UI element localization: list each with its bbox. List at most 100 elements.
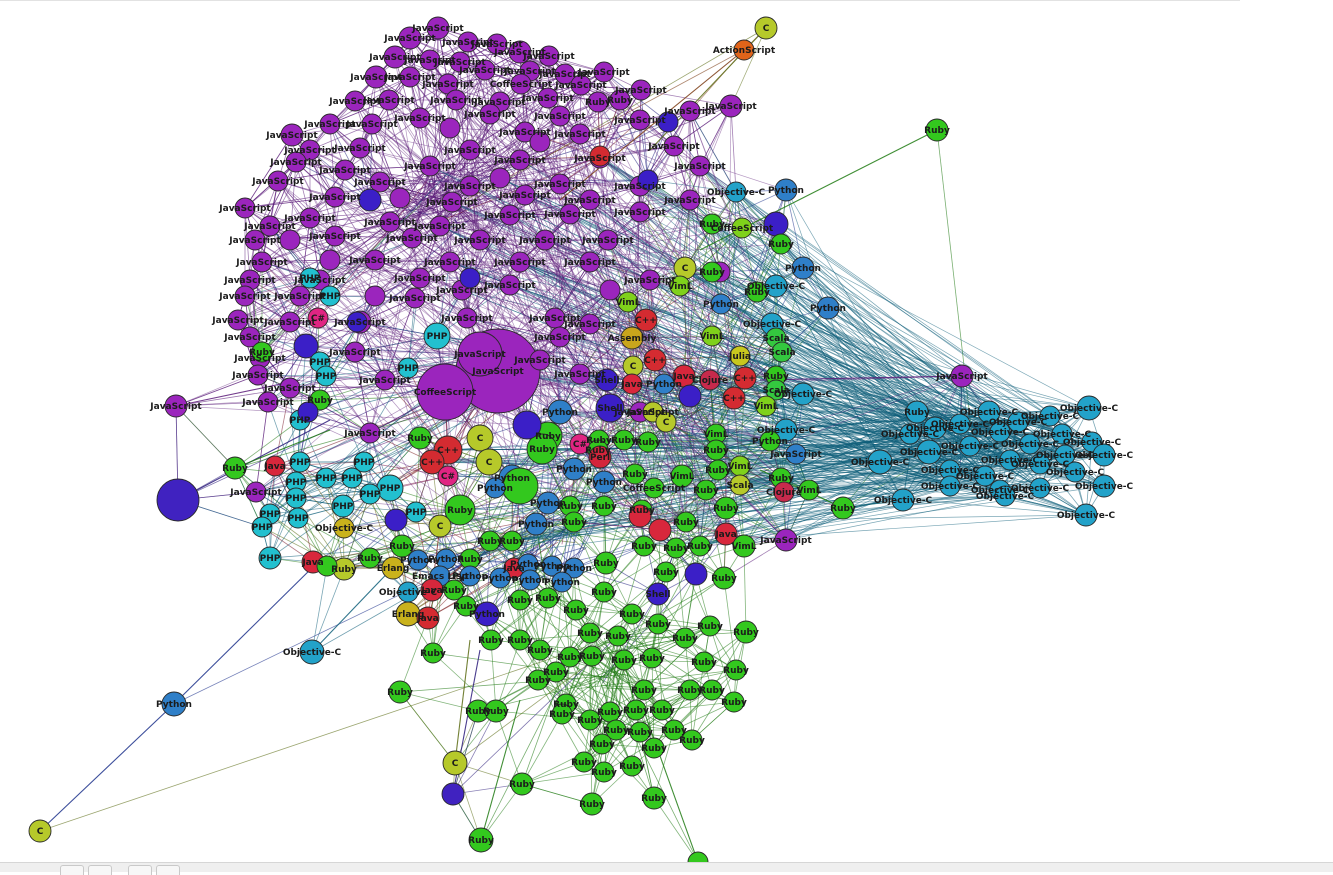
node-label: Ruby <box>420 649 446 659</box>
node-label: JavaScript <box>411 24 464 34</box>
node-label: JavaScript <box>440 314 493 324</box>
graph-edge <box>731 106 736 192</box>
node-unlabeled[interactable] <box>157 479 199 521</box>
node-label: Objective-C <box>1063 438 1122 448</box>
node-label: Perl <box>590 453 610 463</box>
node-label: C++ <box>437 446 459 456</box>
node-label: Python <box>494 474 530 484</box>
toolbar-button-3[interactable] <box>128 865 152 875</box>
node-label: PHP <box>320 292 341 302</box>
toolbar-button-1[interactable] <box>60 865 84 875</box>
node-label: JavaScript <box>231 371 284 381</box>
node-label: Ruby <box>693 486 719 496</box>
node-label: VimL <box>669 472 694 482</box>
node-label: Ruby <box>387 688 413 698</box>
node-label: JavaScript <box>421 80 474 90</box>
graph-edge <box>522 714 562 784</box>
node-label: Objective-C <box>1075 482 1134 492</box>
node-label: Ruby <box>525 676 551 686</box>
node-javascript[interactable] <box>365 286 385 306</box>
node-label: Python <box>586 478 622 488</box>
node-label: JavaScript <box>218 204 271 214</box>
node-label: C++ <box>635 316 657 326</box>
node-label: PHP <box>406 508 427 518</box>
node-label: C <box>452 759 459 769</box>
node-label: PHP <box>286 494 307 504</box>
node-label: JavaScript <box>425 198 478 208</box>
node-label: Ruby <box>713 504 739 514</box>
node-label: Ruby <box>687 542 713 552</box>
node-label: Ruby <box>597 708 623 718</box>
node-label: Ruby <box>623 706 649 716</box>
node-shell[interactable] <box>460 268 480 288</box>
node-ruby[interactable] <box>688 852 708 862</box>
node-label: Ruby <box>579 652 605 662</box>
node-unlabeled[interactable] <box>442 783 464 805</box>
node-label: C <box>763 24 770 34</box>
node-label: C++ <box>723 394 745 404</box>
node-javascript[interactable] <box>390 188 410 208</box>
node-label: Ruby <box>639 654 665 664</box>
node-label: Ruby <box>649 706 675 716</box>
node-label: Objective-C <box>960 408 1019 418</box>
node-label: Ruby <box>645 620 671 630</box>
node-label: Ruby <box>591 768 617 778</box>
node-label: JavaScript <box>453 350 506 360</box>
node-label: JavaScript <box>251 177 304 187</box>
node-label: Objective-C <box>1057 511 1116 521</box>
node-label: C# <box>311 314 325 324</box>
node-label: Objective-C <box>881 430 940 440</box>
node-label: Ruby <box>635 438 661 448</box>
node-label: JavaScript <box>263 384 316 394</box>
node-label: JavaScript <box>423 258 476 268</box>
node-label: Ruby <box>629 506 655 516</box>
node-label: Shell <box>594 376 619 386</box>
node-label: JavaScript <box>573 154 626 164</box>
node-label: VimL <box>667 282 692 292</box>
node-label: JavaScript <box>543 210 596 220</box>
node-label: JavaScript <box>522 52 575 62</box>
node-label: Python <box>512 576 548 586</box>
node-label: Ruby <box>577 629 603 639</box>
node-label: Objective-C <box>707 188 766 198</box>
node-label: Ruby <box>553 700 579 710</box>
node-label: JavaScript <box>673 162 726 172</box>
node-shell[interactable] <box>679 385 701 407</box>
node-label: Ruby <box>691 658 717 668</box>
node-label: C <box>486 458 493 468</box>
node-label: Ruby <box>653 568 679 578</box>
node-label: Python <box>542 408 578 418</box>
node-label: Ruby <box>744 288 770 298</box>
node-javascript[interactable] <box>320 250 340 270</box>
node-label: JavaScript <box>273 292 326 302</box>
toolbar-button-2[interactable] <box>88 865 112 875</box>
toolbar-button-4[interactable] <box>156 865 180 875</box>
node-label: JavaScript <box>383 34 436 44</box>
node-label: Objective-C <box>874 496 933 506</box>
node-label: PHP <box>260 554 281 564</box>
node-label: JavaScript <box>149 402 202 412</box>
node-shell[interactable] <box>359 189 381 211</box>
node-label: VimL <box>699 332 724 342</box>
node-label: JavaScript <box>345 120 398 130</box>
node-label: JavaScript <box>614 86 667 96</box>
node-label: Ruby <box>441 586 467 596</box>
node-label: JavaScript <box>263 318 316 328</box>
node-label: VimL <box>731 542 756 552</box>
node-label: Scala <box>726 481 753 491</box>
node-label: C <box>682 264 689 274</box>
node-label: PHP <box>290 416 311 426</box>
node-label: Ruby <box>407 434 433 444</box>
node-label: JavaScript <box>513 356 566 366</box>
node-javascript[interactable] <box>600 280 620 300</box>
node-label: Ruby <box>607 96 633 106</box>
node-javascript[interactable] <box>280 230 300 250</box>
node-shell[interactable] <box>685 563 707 585</box>
node-shell[interactable] <box>385 509 407 531</box>
node-label: Objective-C <box>1046 468 1105 478</box>
node-java[interactable] <box>649 519 671 541</box>
node-label: Ruby <box>679 736 705 746</box>
node-label: Ruby <box>904 408 930 418</box>
node-label: Ruby <box>603 726 629 736</box>
